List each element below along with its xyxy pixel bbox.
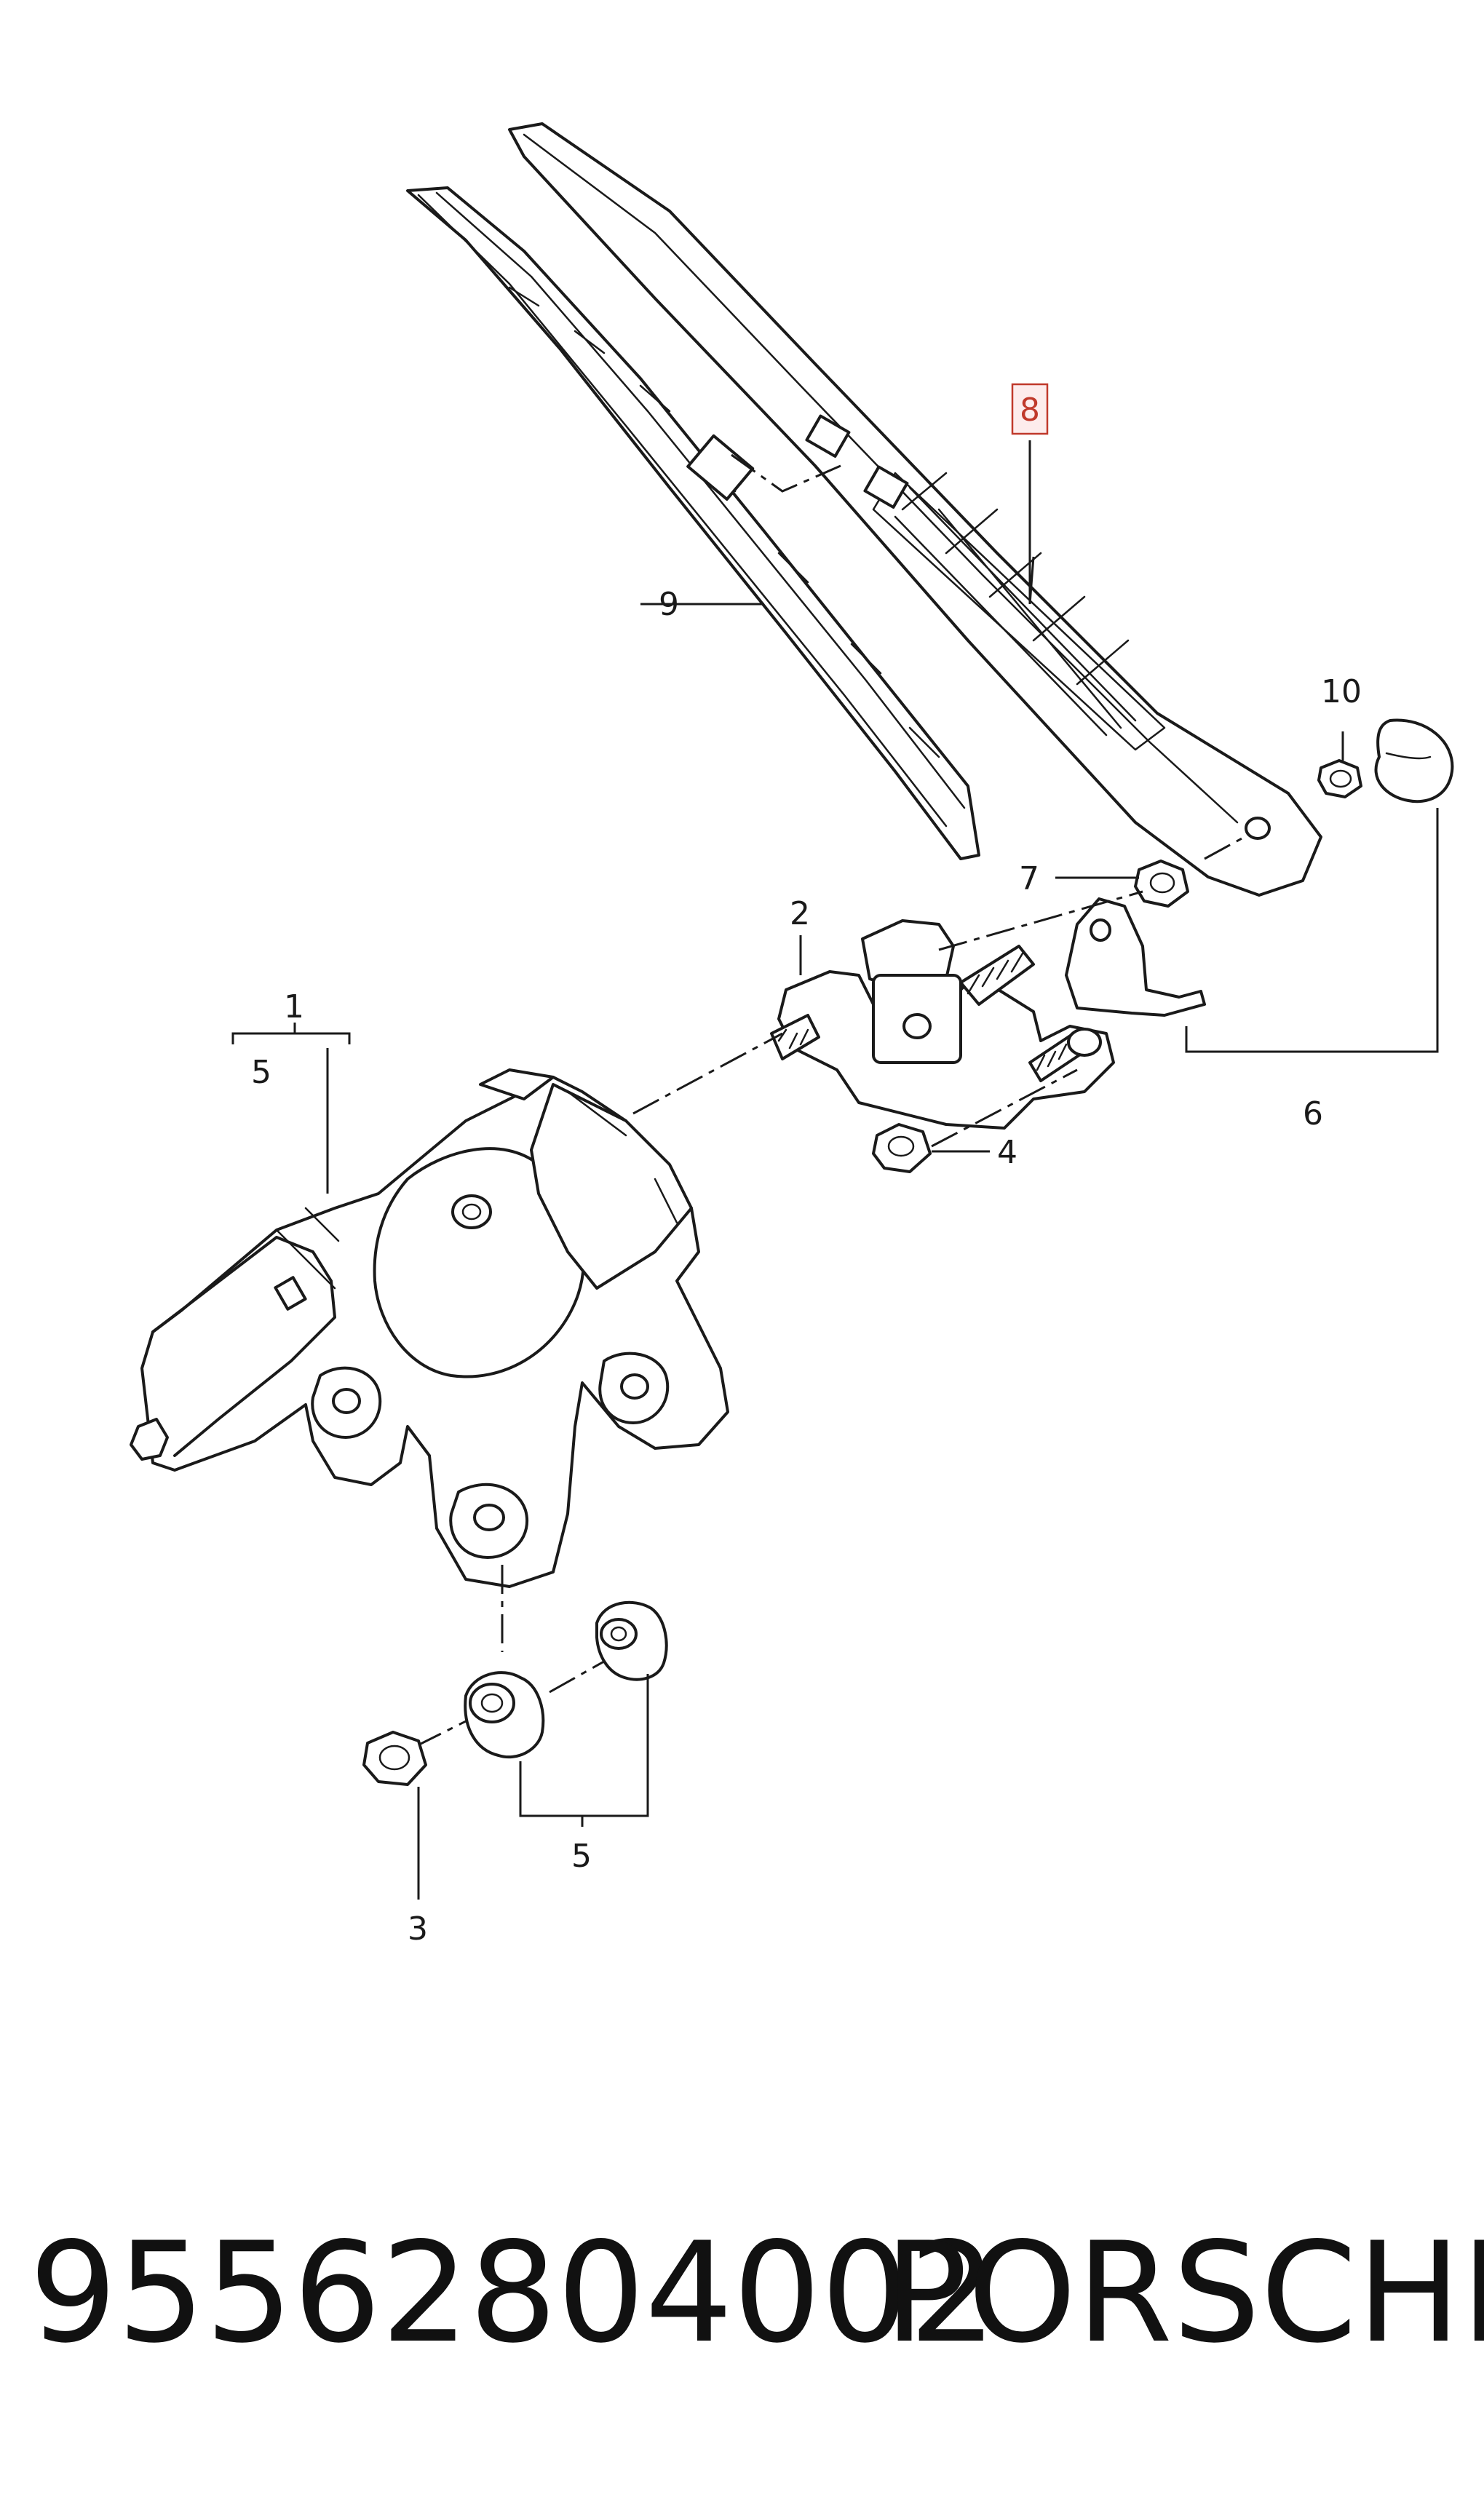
callout-4: 4 — [997, 1134, 1017, 1171]
wiper-arm — [508, 122, 1322, 897]
bushing — [595, 1600, 668, 1681]
callout-9: 9 — [659, 586, 679, 623]
callout-5-grommets: 5 — [571, 1838, 592, 1875]
wiper-exploded-diagram: 1 5 2 7 8 9 10 6 4 5 3 — [130, 122, 1454, 1948]
callout-7: 7 — [1019, 860, 1039, 897]
footer: 95562804002 PORSCHE — [0, 2213, 1484, 2394]
nut-4 — [872, 1123, 932, 1173]
callout-1: 1 — [284, 988, 304, 1025]
mounting-bracket — [1065, 897, 1206, 1017]
nut-10 — [1317, 759, 1362, 798]
rubber-grommet — [464, 1671, 545, 1759]
callout-5-motor: 5 — [251, 1054, 271, 1091]
callout-10: 10 — [1321, 673, 1362, 710]
nut-7 — [1134, 860, 1189, 908]
callout-6: 6 — [1303, 1095, 1323, 1132]
callout-3: 3 — [408, 1910, 428, 1948]
cover-cap — [1374, 718, 1454, 803]
nut-3 — [362, 1731, 427, 1786]
brand-name: PORSCHE — [884, 2213, 1484, 2373]
wiper-pivot — [770, 919, 1115, 1130]
highlight-box — [1011, 383, 1049, 435]
callout-2: 2 — [790, 895, 810, 932]
callout-8: 8 — [1020, 392, 1040, 429]
leader-lines — [231, 440, 1439, 1900]
wiper-blade — [406, 186, 980, 860]
wiper-motor — [130, 1068, 729, 1588]
part-number: 95562804002 — [29, 2213, 997, 2373]
